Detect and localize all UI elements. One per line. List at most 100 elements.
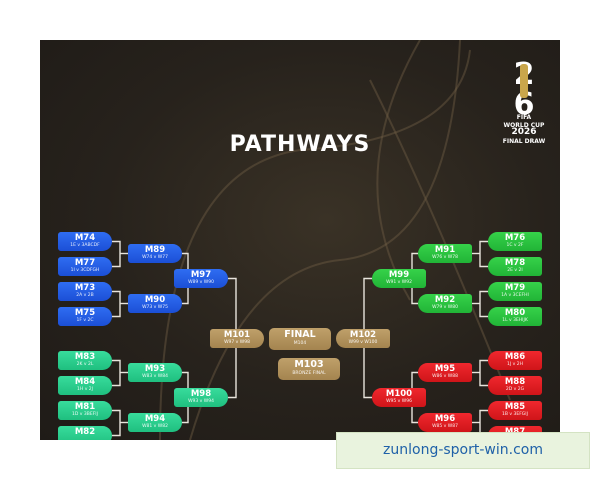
match-code: M86 <box>504 352 526 362</box>
match-pairing: W81 v W82 <box>142 424 168 429</box>
match-code: M90 <box>144 295 166 305</box>
match-pairing: BRONZE FINAL <box>292 371 326 376</box>
match-pairing: W83 v W84 <box>142 374 168 379</box>
connector-line <box>112 240 121 268</box>
bracket-connectors <box>112 240 488 437</box>
match-pairing: 2E v 2I <box>507 268 523 273</box>
match-code: M93 <box>144 364 166 374</box>
match-code: M73 <box>74 283 96 293</box>
match-pairing: 2D v 2G <box>505 387 525 392</box>
match-pairing: 2K v 2L <box>76 362 94 367</box>
connector-line <box>479 240 488 268</box>
match-pairing: 1A v 3CEFHI <box>501 293 529 298</box>
match-pairing: M104 <box>293 341 307 346</box>
pathways-poster: 2 6 FIFA WORLD CUP 2026 FINAL DRAW PATHW… <box>40 40 560 440</box>
match-code: M81 <box>74 402 96 412</box>
match-code: M103 <box>294 359 324 370</box>
match-pairing: 1H v 2J <box>77 387 93 392</box>
match-code: M97 <box>190 270 212 280</box>
match-pairing: W76 v W78 <box>432 255 458 260</box>
match-pairing: W79 v W80 <box>432 305 458 310</box>
logo-fifa: FIFA <box>516 114 532 121</box>
match-code: M75 <box>74 308 96 318</box>
match-pairing: 1J v 2H <box>507 362 523 367</box>
match-code: M83 <box>74 352 96 362</box>
logo-final-draw: FINAL DRAW <box>502 138 546 145</box>
match-pairing: W97 v W98 <box>224 340 250 345</box>
match-pairing: W73 v W75 <box>142 305 168 310</box>
match-code: M102 <box>349 330 377 340</box>
logo-year: 2026 <box>511 127 537 137</box>
match-pairing: 1L v 3EHIJK <box>502 318 528 323</box>
match-code: M96 <box>434 414 456 424</box>
match-pairing: W85 v W87 <box>432 424 458 429</box>
match-pairing: W74 v W77 <box>142 255 168 260</box>
match-code: M76 <box>504 233 526 243</box>
match-pairing: W91 v W92 <box>386 280 412 285</box>
match-code: M85 <box>504 402 526 412</box>
match-pairing: 1F v 2C <box>76 318 94 323</box>
match-code: M95 <box>434 364 456 374</box>
match-code: FINAL <box>284 329 316 340</box>
match-pairing: W89 v W90 <box>188 280 214 285</box>
match-code: M98 <box>190 389 212 399</box>
trophy-26-icon: 2 6 <box>514 57 535 116</box>
svg-text:6: 6 <box>514 87 535 116</box>
watermark-link[interactable]: zunlong-sport-win.com <box>336 432 590 469</box>
match-code: M80 <box>504 308 526 318</box>
match-pairing: W99 v W100 <box>348 340 378 345</box>
match-pairing: 1B v 3EFGIJ <box>502 412 528 417</box>
match-code: M79 <box>504 283 526 293</box>
connector-line <box>112 290 121 318</box>
match-code: M89 <box>144 245 166 255</box>
connector-line <box>112 409 121 437</box>
connector-line <box>479 359 488 387</box>
page-title: PATHWAYS <box>229 132 371 157</box>
match-code: M100 <box>385 389 413 399</box>
match-code: M77 <box>74 258 96 268</box>
match-m82[interactable]: M82 <box>58 426 112 440</box>
match-code: M82 <box>74 427 96 437</box>
match-pairing: 1C v 2F <box>506 243 524 248</box>
match-pairing: W86 v W88 <box>432 374 458 379</box>
match-code: M99 <box>388 270 410 280</box>
match-code: M101 <box>223 330 251 340</box>
match-pairing: 1E v 3ABCDF <box>70 243 100 248</box>
connector-line <box>112 359 121 387</box>
connector-line <box>479 290 488 318</box>
match-code: M92 <box>434 295 456 305</box>
match-pairing: 2A v 2B <box>76 293 94 298</box>
match-code: M91 <box>434 245 456 255</box>
